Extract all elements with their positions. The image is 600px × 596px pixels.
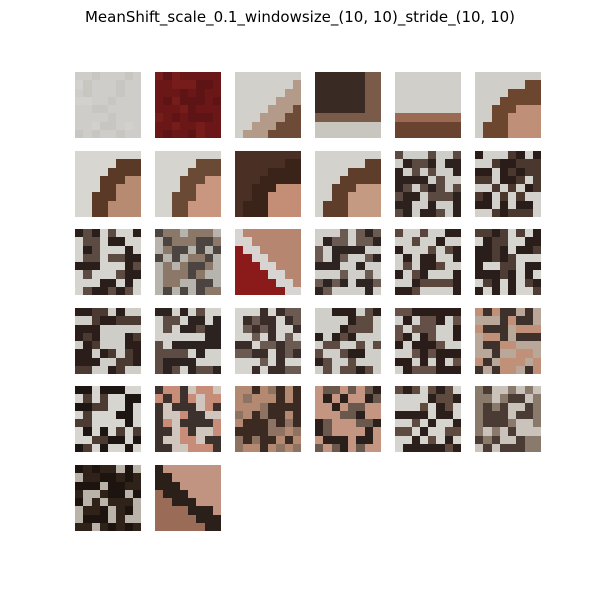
image-patch	[235, 151, 301, 217]
image-patch	[475, 386, 541, 452]
image-patch	[155, 308, 221, 374]
figure-title: MeanShift_scale_0.1_windowsize_(10, 10)_…	[84, 8, 516, 26]
image-patch	[235, 229, 301, 295]
image-patch	[315, 72, 381, 138]
image-patch	[155, 386, 221, 452]
image-patch	[235, 308, 301, 374]
image-patch	[235, 72, 301, 138]
image-patch	[75, 308, 141, 374]
image-patch	[155, 465, 221, 531]
image-patch	[75, 72, 141, 138]
image-patch	[155, 72, 221, 138]
image-patch	[315, 386, 381, 452]
image-patch	[315, 308, 381, 374]
image-patch	[475, 151, 541, 217]
image-patch	[475, 72, 541, 138]
image-patch	[395, 72, 461, 138]
image-patch	[75, 465, 141, 531]
image-patch	[315, 151, 381, 217]
image-patch	[315, 229, 381, 295]
image-patch	[75, 386, 141, 452]
image-patch	[395, 386, 461, 452]
image-patch	[75, 151, 141, 217]
image-patch	[155, 151, 221, 217]
image-patch	[75, 229, 141, 295]
image-patch	[155, 229, 221, 295]
image-patch	[235, 386, 301, 452]
image-patch	[475, 308, 541, 374]
image-patch	[475, 229, 541, 295]
image-patch	[395, 151, 461, 217]
image-patch	[395, 229, 461, 295]
image-patch	[395, 308, 461, 374]
